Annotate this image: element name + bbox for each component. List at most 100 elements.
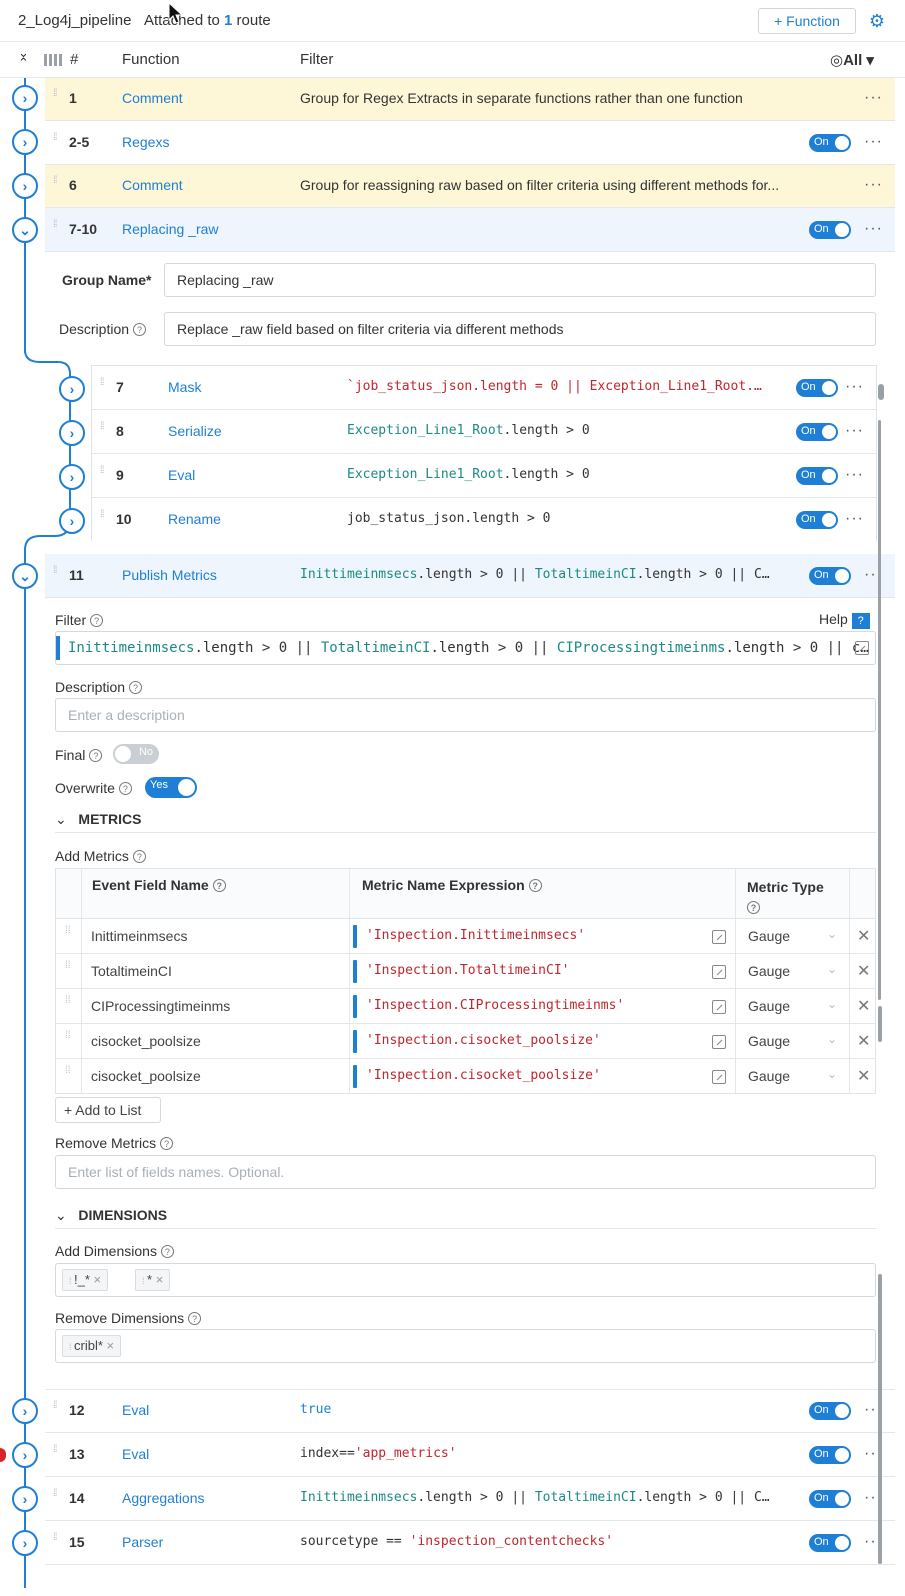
more-icon[interactable]: ··· bbox=[864, 176, 883, 193]
expand-editor-icon[interactable] bbox=[712, 1035, 726, 1049]
drag-handle-icon[interactable]: ⁞⁞ bbox=[53, 1487, 58, 1499]
dimension-chip[interactable]: ⁞ !_* × bbox=[62, 1269, 109, 1291]
metrics-section-toggle[interactable]: ⌄ METRICS bbox=[55, 811, 141, 828]
function-name[interactable]: Serialize bbox=[168, 422, 222, 439]
event-field-input[interactable]: Inittimeinmsecs bbox=[91, 928, 188, 944]
function-name[interactable]: Comment bbox=[122, 90, 183, 106]
expand-node-icon[interactable]: › bbox=[12, 173, 38, 199]
drag-handle-icon[interactable]: ⁞⁞ bbox=[65, 960, 71, 971]
function-row[interactable]: ⁞⁞ 10 Rename job_status_json.length > 0 … bbox=[92, 498, 876, 541]
drag-handle-icon[interactable]: ⁞⁞ bbox=[100, 464, 105, 476]
event-field-input[interactable]: cisocket_poolsize bbox=[91, 1033, 201, 1049]
chevron-down-icon[interactable]: ⌄ bbox=[827, 997, 838, 1011]
expand-editor-icon[interactable] bbox=[855, 641, 869, 655]
more-icon[interactable]: ··· bbox=[864, 1444, 883, 1462]
columns-icon[interactable] bbox=[44, 54, 64, 66]
chevron-down-icon[interactable]: ⌄ bbox=[827, 1067, 838, 1081]
close-icon[interactable]: × bbox=[106, 1338, 115, 1353]
expand-editor-icon[interactable] bbox=[712, 930, 726, 944]
expand-editor-icon[interactable] bbox=[712, 965, 726, 979]
metric-type-select[interactable]: Gauge bbox=[748, 963, 791, 979]
metric-expr-input[interactable]: 'Inspection.cisocket_poolsize' bbox=[366, 1068, 601, 1083]
drag-handle-icon[interactable]: ⁞⁞ bbox=[53, 564, 58, 576]
metric-expr-input[interactable]: 'Inspection.TotaltimeinCI' bbox=[366, 963, 570, 978]
scrollbar[interactable] bbox=[878, 1006, 882, 1042]
metric-expr-input[interactable]: 'Inspection.Inittimeinmsecs' bbox=[366, 928, 586, 943]
expand-node-icon[interactable]: › bbox=[59, 420, 85, 446]
help-icon[interactable]: ? bbox=[90, 614, 104, 627]
enable-toggle[interactable]: On bbox=[796, 378, 838, 397]
chevron-down-icon[interactable]: ⌄ bbox=[827, 1032, 838, 1046]
drag-handle-icon[interactable]: ⁞⁞ bbox=[53, 88, 58, 99]
overwrite-toggle[interactable]: Yes bbox=[145, 777, 197, 798]
function-row[interactable]: ⁞⁞ 7 Mask `job_status_json.length = 0 ||… bbox=[92, 366, 876, 410]
gear-icon[interactable]: ⚙ bbox=[868, 11, 886, 31]
drag-handle-icon[interactable]: ⁞⁞ bbox=[100, 420, 105, 432]
filter-expression[interactable]: Inittimeinmsecs.length > 0 || Totaltimei… bbox=[300, 567, 800, 582]
remove-dimensions-input[interactable]: ⁞ cribl* × bbox=[55, 1329, 876, 1363]
help-icon[interactable]: ? bbox=[528, 879, 542, 892]
function-name[interactable]: Eval bbox=[122, 1445, 150, 1462]
function-row[interactable]: ⁞⁞ 13 Eval index=='app_metrics' On ··· bbox=[45, 1433, 895, 1477]
function-row[interactable]: ⁞⁞ 14 Aggregations Inittimeinmsecs.lengt… bbox=[45, 1477, 895, 1521]
function-name[interactable]: Replacing _raw bbox=[122, 220, 219, 237]
enable-toggle[interactable]: On bbox=[809, 1402, 851, 1420]
function-row[interactable]: ⁞⁞ 8 Serialize Exception_Line1_Root.leng… bbox=[92, 410, 876, 454]
drag-handle-icon[interactable]: ⁞⁞ bbox=[65, 995, 71, 1006]
enable-toggle[interactable]: On bbox=[809, 1489, 851, 1508]
help-icon[interactable]: ? bbox=[188, 1312, 202, 1325]
close-icon[interactable]: ✕ bbox=[857, 998, 871, 1015]
metric-type-select[interactable]: Gauge bbox=[748, 1068, 791, 1084]
route-count[interactable]: 1 bbox=[224, 12, 233, 29]
view-filter[interactable]: ◎All ▾ bbox=[830, 52, 874, 69]
event-field-input[interactable]: CIProcessingtimeinms bbox=[91, 998, 231, 1014]
group-name-input[interactable]: Replacing _raw bbox=[164, 263, 876, 297]
drag-handle-icon[interactable]: ⁞⁞ bbox=[100, 508, 105, 520]
enable-toggle[interactable]: On bbox=[809, 566, 851, 585]
function-name[interactable]: Mask bbox=[168, 378, 202, 395]
filter-expression[interactable]: Exception_Line1_Root.length > 0 bbox=[347, 467, 787, 482]
function-row[interactable]: ⁞⁞ 9 Eval Exception_Line1_Root.length > … bbox=[92, 454, 876, 498]
expand-node-icon[interactable]: › bbox=[59, 464, 85, 490]
enable-toggle[interactable]: On bbox=[809, 133, 851, 152]
function-name[interactable]: Aggregations bbox=[122, 1489, 205, 1506]
more-icon[interactable]: ··· bbox=[864, 565, 883, 583]
more-icon[interactable]: ··· bbox=[845, 509, 864, 527]
function-row[interactable]: ⁞⁞ 6 Comment Group for reassigning raw b… bbox=[45, 165, 895, 208]
help-icon[interactable]: ? bbox=[160, 1137, 174, 1150]
help-icon[interactable]: ? bbox=[133, 323, 147, 336]
help-icon[interactable]: ? bbox=[118, 782, 132, 795]
remove-metrics-input[interactable]: Enter list of fields names. Optional. bbox=[55, 1155, 876, 1189]
enable-toggle[interactable]: On bbox=[796, 466, 838, 485]
expand-node-icon[interactable]: › bbox=[12, 1442, 38, 1468]
drag-handle-icon[interactable]: ⁞⁞ bbox=[65, 1065, 71, 1076]
scrollbar[interactable] bbox=[878, 1274, 882, 1564]
filter-expression[interactable]: Inittimeinmsecs.length > 0 || Totaltimei… bbox=[300, 1490, 800, 1505]
dimension-chip[interactable]: ⁞ cribl* × bbox=[62, 1335, 122, 1357]
expand-node-icon[interactable]: › bbox=[59, 508, 85, 534]
function-row[interactable]: ⁞⁞ 1 Comment Group for Regex Extracts in… bbox=[45, 78, 895, 121]
function-row[interactable]: ⁞⁞ 11 Publish Metrics Inittimeinmsecs.le… bbox=[45, 554, 895, 598]
function-name[interactable]: Rename bbox=[168, 510, 221, 527]
function-name[interactable]: Publish Metrics bbox=[122, 566, 217, 583]
help-icon[interactable]: ? bbox=[747, 901, 760, 914]
close-icon[interactable]: ✕ bbox=[857, 1033, 871, 1050]
event-field-input[interactable]: TotaltimeinCI bbox=[91, 963, 172, 979]
description-input[interactable]: Enter a description bbox=[55, 698, 876, 732]
expand-node-icon[interactable]: › bbox=[12, 129, 38, 155]
group-description-input[interactable]: Replace _raw field based on filter crite… bbox=[164, 312, 876, 346]
expand-node-icon[interactable]: › bbox=[12, 1530, 38, 1556]
filter-input[interactable]: Inittimeinmsecs.length > 0 || Totaltimei… bbox=[55, 631, 876, 665]
close-icon[interactable]: × bbox=[155, 1272, 164, 1287]
drag-handle-icon[interactable]: ⁞⁞ bbox=[100, 376, 105, 388]
function-row[interactable]: ⁞⁞ 12 Eval true On ··· bbox=[45, 1389, 895, 1433]
final-toggle[interactable]: No bbox=[113, 744, 159, 764]
function-name[interactable]: Eval bbox=[122, 1402, 150, 1418]
expand-node-icon[interactable]: › bbox=[12, 85, 38, 111]
function-name[interactable]: Parser bbox=[122, 1533, 164, 1550]
help-icon[interactable]: ? bbox=[132, 850, 146, 863]
filter-expression[interactable]: index=='app_metrics' bbox=[300, 1446, 800, 1461]
chevron-down-icon[interactable]: ⌄ bbox=[827, 927, 838, 941]
drag-handle-icon[interactable]: ⁞⁞ bbox=[53, 1443, 58, 1455]
enable-toggle[interactable]: On bbox=[796, 422, 838, 441]
